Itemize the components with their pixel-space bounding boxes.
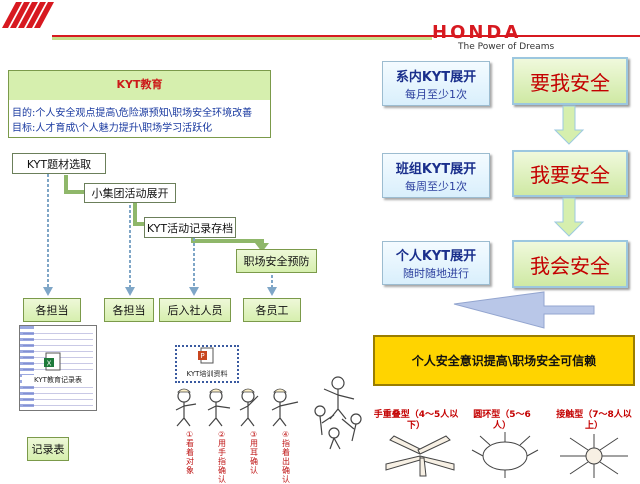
role-box-3: 后入社人员 [159, 298, 231, 322]
level-3-frequency: 随时随地进行 [403, 267, 469, 280]
goal-i-want-safe: 我要安全 [512, 150, 628, 197]
level-team-kyt: 班组KYT展开 每周至少1次 [382, 153, 490, 198]
level-personal-kyt: 个人KYT展开 随时随地进行 [382, 241, 490, 285]
honda-logo: HONDA [432, 22, 522, 43]
step-group-activity: 小集团活动展开 [84, 183, 176, 203]
record-sheet-label: 记录表 [27, 437, 69, 461]
type-contact: 接触型（7～8人以上） [556, 410, 632, 431]
hand-overlap-illustration [385, 435, 455, 477]
level-2-title: 班组KYT展开 [395, 161, 477, 177]
hand-step-2: ②用手指确认 [218, 430, 226, 484]
level-1-frequency: 每月至少1次 [405, 87, 467, 101]
contact-type-illustration [560, 434, 628, 478]
ppt-file-icon: P [198, 347, 214, 364]
goal-you-want-me-safe: 要我安全 [512, 57, 628, 105]
pointing-figures-illustration [175, 388, 299, 427]
level-1-title: 系内KYT展开 [395, 69, 477, 85]
hand-step-1: ①看着对象 [186, 430, 194, 475]
hand-step-3: ③用耳确认 [250, 430, 258, 475]
hand-step-4: ④指着出确认 [282, 430, 290, 484]
record-doc-caption: KYT教育记录表 [22, 375, 94, 385]
type-hand-overlap: 手重叠型（4～5人以下） [373, 410, 459, 431]
level-3-title: 个人KYT展开 [395, 249, 477, 264]
svg-text:X: X [47, 360, 52, 368]
role-box-2: 各担当 [104, 298, 154, 322]
header-divider-line [52, 35, 640, 37]
circle-type-illustration [471, 432, 539, 478]
header-divider-stripe [52, 37, 432, 40]
goal-arrows [453, 105, 595, 329]
step-safety-prevention: 职场安全预防 [236, 249, 317, 273]
panel-white-area [9, 100, 270, 137]
role-box-1: 各担当 [23, 298, 81, 322]
panel-purpose: 目的:个人安全观点提高\危险源预知\职场安全环境改善 [12, 108, 253, 119]
role-box-4: 各员工 [243, 298, 301, 322]
type-circle: 圆环型（5～6人） [473, 410, 531, 431]
panel-goal: 目标:人才育成\个人魅力提升\职场学习活跃化 [12, 123, 213, 134]
level-department-kyt: 系内KYT展开 每月至少1次 [382, 61, 490, 106]
honda-tagline: The Power of Dreams [458, 42, 555, 52]
summary-box: 个人安全意识提高\职场安全可信赖 [373, 335, 635, 386]
panel-title: KYT教育 [116, 78, 163, 91]
goal-i-can-be-safe: 我会安全 [512, 240, 628, 288]
step-kyt-topic-select: KYT题材选取 [12, 153, 106, 174]
worker-circle-illustration [314, 376, 362, 450]
training-material-caption: KYT培训资料 [186, 370, 228, 378]
level-2-frequency: 每周至少1次 [405, 179, 467, 193]
step-record-archive: KYT活动记录存档 [144, 217, 236, 238]
excel-file-icon: X [44, 352, 61, 371]
header-logo-stripes [2, 2, 54, 28]
svg-text:P: P [200, 352, 204, 360]
